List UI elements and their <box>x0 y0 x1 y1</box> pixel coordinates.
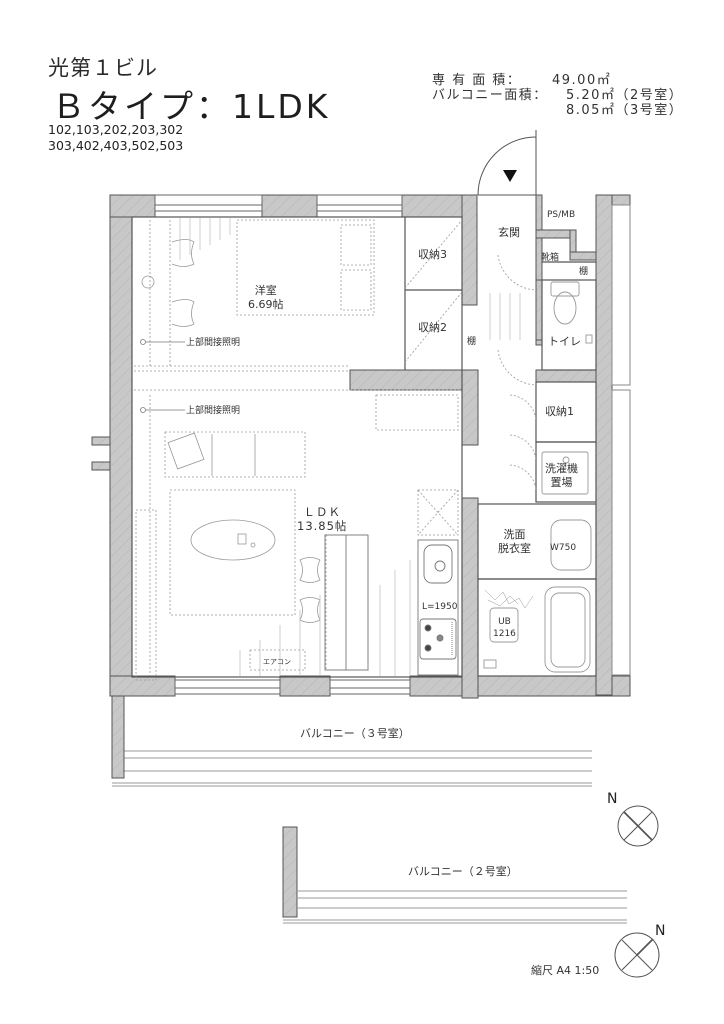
indirect-light-label-2: 上部間接照明 <box>186 406 241 416</box>
building-name: 光第１ビル <box>48 56 158 80</box>
ldk-name: ＬＤＫ <box>303 505 341 519</box>
unit-bath-label: UB 1216 <box>493 616 516 640</box>
north-label-1: N <box>607 791 618 807</box>
balcony-2-label: バルコニー（２号室） <box>408 865 518 878</box>
unit-bath-line-2: 1216 <box>493 629 516 639</box>
north-arrow-1 <box>617 805 659 847</box>
exclusive-area-value: 49.00㎡ <box>552 73 612 88</box>
laundry-label: 洗濯機 置場 <box>545 462 578 490</box>
washroom-line-2: 脱衣室 <box>498 542 531 555</box>
storage2-label: 収納2 <box>418 321 447 334</box>
washroom-label: 洗面 脱衣室 <box>498 528 531 556</box>
windows-top <box>154 194 403 212</box>
ps-mb-label: PS/MB <box>547 210 576 220</box>
kitchen-length-label: L=1950 <box>422 602 458 612</box>
exterior-walls <box>109 194 631 699</box>
ldk-size: 13.85帖 <box>297 519 348 533</box>
ldk-label: ＬＤＫ 13.85帖 <box>297 505 347 533</box>
washroom-line-1: 洗面 <box>503 528 526 541</box>
aircon-label: エアコン <box>263 658 291 666</box>
windows-bottom <box>174 679 411 695</box>
unit-numbers: 102,103,202,203,302 303,402,403,502,503 <box>48 122 183 154</box>
storage3-label: 収納3 <box>418 248 447 261</box>
scale-label: 縮尺 A4 1:50 <box>531 964 600 977</box>
shoe-box-label: 靴箱 <box>541 253 560 263</box>
exclusive-area-row: 専 有 面 積： 49.00㎡ <box>432 73 683 88</box>
balcony-area-row-1: バルコニー面積： 5.20㎡（2号室） <box>432 88 683 103</box>
unit-numbers-line-1: 102,103,202,203,302 <box>48 122 184 137</box>
western-room-name: 洋室 <box>254 284 277 297</box>
shelf-toilet-label: 棚 <box>579 267 589 277</box>
indirect-light-label-1: 上部間接照明 <box>186 338 241 348</box>
balcony-2 <box>283 890 627 924</box>
exclusive-area-label: 専 有 面 積： <box>432 73 522 88</box>
western-room-size: 6.69帖 <box>248 298 284 311</box>
entrance-door <box>477 130 537 196</box>
storage1-label: 収納1 <box>545 405 574 418</box>
entrance-arrow-icon <box>503 170 517 182</box>
balcony-area-row-2: 8.05㎡（3号室） <box>432 103 683 118</box>
laundry-line-1: 洗濯機 <box>545 462 578 475</box>
unit-numbers-line-2: 303,402,403,502,503 <box>48 138 184 153</box>
north-arrow-2 <box>614 932 660 978</box>
shelf-hall-label: 棚 <box>467 337 477 347</box>
balcony-3-label: バルコニー（３号室） <box>300 727 410 740</box>
unit-type-title: Ｂタイプ：1LDK <box>52 87 331 126</box>
entrance-label: 玄関 <box>498 226 520 239</box>
balcony-area-value-2: 5.20㎡（2号室） <box>566 88 684 103</box>
western-room-label: 洋室 6.69帖 <box>248 284 284 312</box>
laundry-line-2: 置場 <box>550 476 573 489</box>
toilet-label: トイレ <box>548 335 581 348</box>
balcony-area-value-3: 8.05㎡（3号室） <box>566 103 684 118</box>
balcony-3 <box>112 750 592 787</box>
balcony-area-label: バルコニー面積： <box>432 88 548 103</box>
vanity-width-label: W750 <box>550 543 577 553</box>
north-label-2: N <box>655 923 666 939</box>
unit-bath-line-1: UB <box>498 617 511 627</box>
area-info: 専 有 面 積： 49.00㎡ バルコニー面積： 5.20㎡（2号室） 8.05… <box>432 73 683 118</box>
